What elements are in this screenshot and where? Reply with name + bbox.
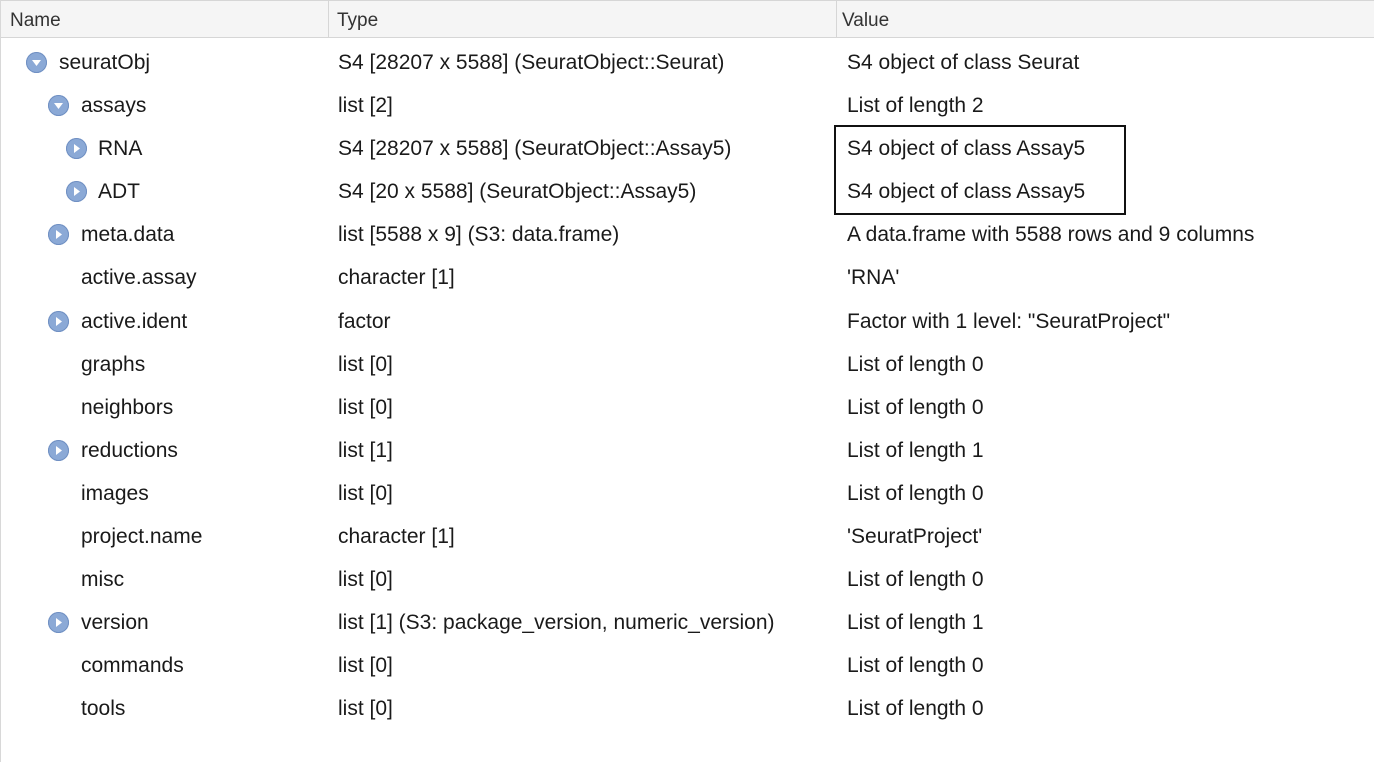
collapsed-triangle-icon[interactable] (48, 310, 69, 332)
row-value: 'RNA' (847, 266, 900, 290)
row-type: S4 [28207 x 5588] (SeuratObject::Assay5) (338, 137, 732, 161)
row-type: list [1] (S3: package_version, numeric_v… (338, 611, 775, 635)
row-type: S4 [20 x 5588] (SeuratObject::Assay5) (338, 180, 697, 204)
row-value: S4 object of class Seurat (847, 51, 1080, 74)
expanded-triangle-icon[interactable] (26, 52, 47, 73)
tree-row[interactable]: commands list [0] List of length 0 (1, 644, 1374, 687)
row-name: active.assay (81, 266, 197, 290)
row-value: List of length 0 (847, 395, 984, 419)
tree-row[interactable]: tools list [0] List of length 0 (1, 687, 1374, 730)
row-name: commands (81, 654, 184, 678)
row-name: active.ident (81, 309, 188, 333)
row-value: Factor with 1 level: "SeuratProject" (847, 309, 1171, 333)
row-value: A data.frame with 5588 rows and 9 column… (847, 223, 1255, 247)
row-name: images (81, 481, 149, 505)
row-name: version (81, 611, 149, 635)
row-name: misc (81, 568, 125, 592)
row-type: list [0] (338, 568, 393, 592)
row-name: neighbors (81, 395, 174, 419)
expanded-triangle-icon[interactable] (48, 95, 69, 117)
row-value: List of length 0 (847, 654, 984, 678)
row-type: list [5588 x 9] (S3: data.frame) (338, 223, 620, 247)
tree-row[interactable]: neighbors list [0] List of length 0 (1, 386, 1374, 429)
column-header-name[interactable]: Name (1, 1, 329, 38)
row-type: S4 [28207 x 5588] (SeuratObject::Seurat) (338, 51, 725, 74)
row-value: List of length 0 (847, 352, 984, 376)
tree-row[interactable]: RNA S4 [28207 x 5588] (SeuratObject::Assa… (1, 127, 1374, 170)
row-type: factor (338, 309, 391, 333)
row-type: list [0] (338, 697, 393, 721)
tree-row[interactable]: images list [0] List of length 0 (1, 472, 1374, 515)
row-type: list [0] (338, 352, 393, 376)
tree-row[interactable]: graphs list [0] List of length 0 (1, 343, 1374, 386)
tree-row[interactable]: meta.data list [5588 x 9] (S3: data.frame… (1, 213, 1374, 256)
tree-row[interactable]: assays list [2] List of length 2 (1, 84, 1374, 127)
tree-row[interactable]: active.assay character [1] 'RNA' (1, 256, 1374, 299)
row-value: List of length 0 (847, 568, 984, 592)
row-value: List of length 0 (847, 481, 984, 505)
row-name: assays (81, 94, 147, 118)
row-type: list [0] (338, 395, 393, 419)
column-header-value[interactable]: Value (842, 10, 890, 31)
row-value: List of length 1 (847, 611, 984, 635)
row-name: project.name (81, 525, 203, 549)
row-type: list [1] (338, 438, 393, 462)
tree-row[interactable]: version list [1] (S3: package_version, nu… (1, 601, 1374, 644)
tree-row[interactable]: project.name character [1] 'SeuratProject' (1, 515, 1374, 558)
tree-row[interactable]: reductions list [1] List of length 1 (1, 429, 1374, 472)
row-name: graphs (81, 352, 146, 376)
tree-rows: seuratObj S4 [28207 x 5588] (SeuratObject… (1, 41, 1374, 731)
row-name: tools (81, 697, 126, 721)
row-value: 'SeuratProject' (847, 525, 983, 549)
tree-row[interactable]: misc list [0] List of length 0 (1, 558, 1374, 601)
collapsed-triangle-icon[interactable] (48, 439, 69, 461)
tree-row[interactable]: active.ident factor Factor with 1 level: "… (1, 300, 1374, 343)
row-name: reductions (81, 438, 178, 462)
column-header-type[interactable]: Type (329, 1, 837, 38)
row-name: seuratObj (59, 51, 151, 74)
tree-row[interactable]: ADT S4 [20 x 5588] (SeuratObject::Assay5)… (1, 170, 1374, 213)
row-type: list [0] (338, 654, 393, 678)
row-value: List of length 1 (847, 438, 984, 462)
tree-row[interactable]: seuratObj S4 [28207 x 5588] (SeuratObject… (1, 41, 1374, 84)
row-name: ADT (98, 180, 140, 204)
collapsed-triangle-icon[interactable] (48, 224, 69, 246)
row-value: S4 object of class Assay5 (847, 137, 1086, 161)
row-value: List of length 2 (847, 94, 984, 118)
row-type: character [1] (338, 525, 455, 549)
column-header: Name Type Value (1, 0, 1374, 38)
row-value: S4 object of class Assay5 (847, 180, 1086, 204)
collapsed-triangle-icon[interactable] (48, 612, 69, 634)
row-type: character [1] (338, 266, 455, 290)
row-name: RNA (98, 137, 143, 161)
collapsed-triangle-icon[interactable] (66, 138, 87, 160)
row-type: list [0] (338, 481, 393, 505)
row-type: list [2] (338, 94, 393, 118)
row-name: meta.data (81, 223, 175, 247)
row-value: List of length 0 (847, 697, 984, 721)
collapsed-triangle-icon[interactable] (66, 181, 87, 203)
